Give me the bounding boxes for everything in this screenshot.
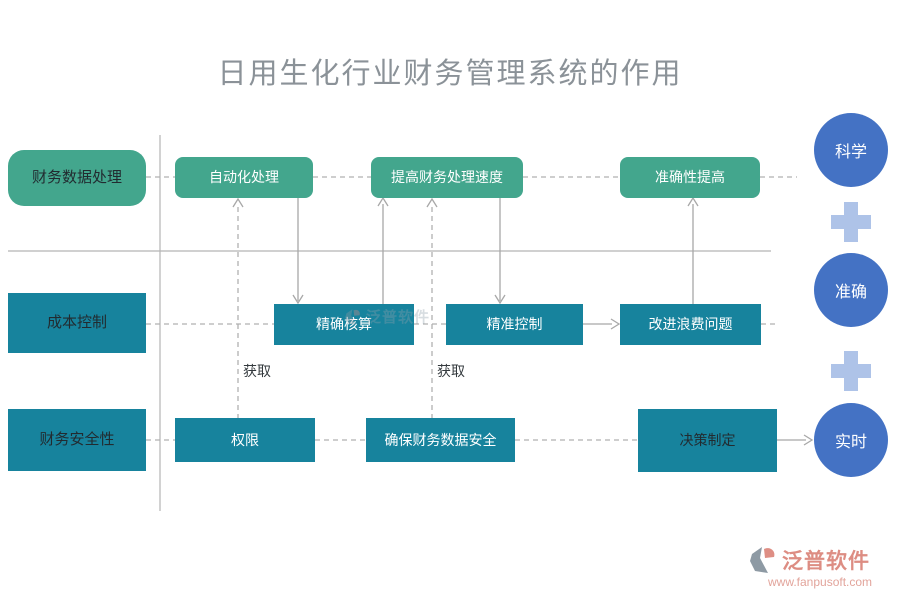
circle-accurate: 准确 xyxy=(814,253,888,327)
row-label-cost-control: 成本控制 xyxy=(8,293,146,353)
edge-label-acquire-1: 获取 xyxy=(243,363,271,379)
plus-icon xyxy=(831,351,871,391)
node-data-security: 确保财务数据安全 xyxy=(366,418,515,462)
plus-icon xyxy=(831,202,871,242)
row-label-financial-data-processing: 财务数据处理 xyxy=(8,150,146,206)
footer-brand-name: 泛普软件 xyxy=(782,550,870,573)
edge-label-acquire-2: 获取 xyxy=(437,363,465,379)
circle-realtime: 实时 xyxy=(814,403,888,477)
node-waste-improvement: 改进浪费问题 xyxy=(620,304,761,345)
circle-scientific: 科学 xyxy=(814,113,888,187)
fanpu-logo-icon xyxy=(345,308,360,325)
center-watermark-text: 泛普软件 xyxy=(366,309,431,326)
row-label-financial-security: 财务安全性 xyxy=(8,409,146,471)
node-speed-improvement: 提高财务处理速度 xyxy=(371,157,523,198)
node-automation-processing: 自动化处理 xyxy=(175,157,313,198)
node-precise-accounting: 精确核算 xyxy=(274,304,414,345)
node-precise-control: 精准控制 xyxy=(446,304,583,345)
node-permission: 权限 xyxy=(175,418,315,462)
node-accuracy-improvement: 准确性提高 xyxy=(620,157,760,198)
fanpu-logo-icon xyxy=(750,547,775,573)
center-watermark: 泛普软件 xyxy=(344,306,430,327)
node-decision-making: 决策制定 xyxy=(638,409,777,472)
footer-brand: 泛普软件 www.fanpusoft.com xyxy=(748,545,898,589)
footer-brand-url: www.fanpusoft.com xyxy=(768,575,873,589)
page-title: 日用生化行业财务管理系统的作用 xyxy=(217,58,683,90)
